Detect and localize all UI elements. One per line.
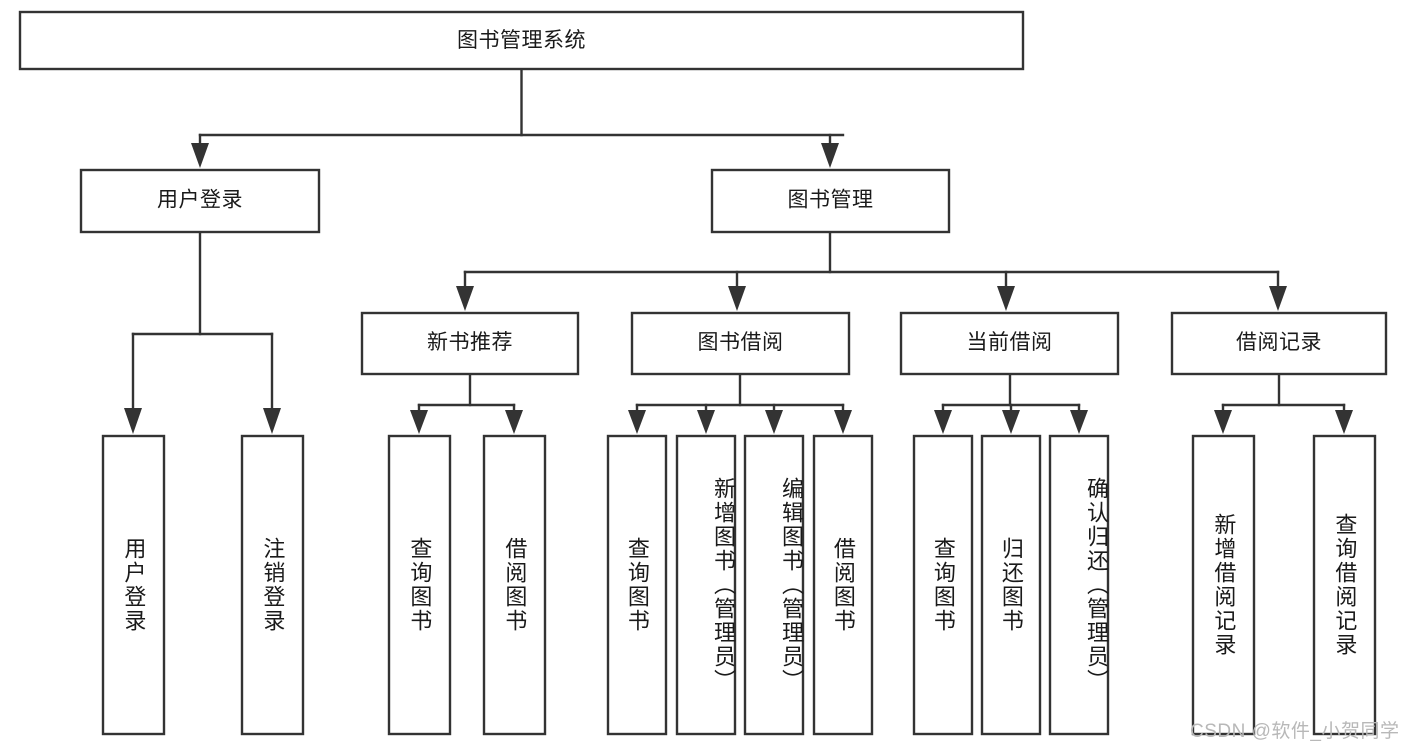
node-new-book-recommend-label: 新书推荐 [427,331,513,354]
node-leaf-add-record-box[interactable] [1191,434,1256,736]
node-root[interactable]: 图书管理系统 [18,10,1025,71]
node-borrow-record-label: 借阅记录 [1236,331,1322,354]
arrow-head-leaf-confirm-return [1070,410,1088,434]
csdn-watermark: CSDN @软件_小贺同学 [1190,721,1400,742]
node-leaf-user-login-box[interactable] [101,434,166,736]
arrow-head-leaf-return-book [1002,410,1020,434]
arrow-head-leaf-query-book-3 [934,410,952,434]
connector-group-root [191,67,845,168]
node-user-login[interactable]: 用户登录 [79,168,321,234]
arrow-head-book-manage [821,143,839,168]
arrow-head-leaf-borrow-book-1 [505,410,523,434]
arrow-head-borrow-record [1269,286,1287,311]
node-current-borrow[interactable]: 当前借阅 [899,311,1120,376]
node-book-manage-box[interactable] [710,168,951,234]
connector-group-current-borrow [934,372,1088,434]
node-leaf-add-book-box[interactable] [675,434,737,736]
node-new-book-recommend[interactable]: 新书推荐 [360,311,580,376]
node-borrow-record-box[interactable] [1170,311,1388,376]
connector-group-borrow-record [1214,372,1353,434]
node-user-login-box[interactable] [79,168,321,234]
arrow-head-leaf-query-book-2 [628,410,646,434]
node-book-borrow[interactable]: 图书借阅 [630,311,851,376]
connector-group-user-login [124,230,281,434]
arrow-head-leaf-add-book [697,410,715,434]
connector-group-book-manage [456,230,1287,311]
arrow-head-leaf-add-record [1214,410,1232,434]
arrow-head-leaf-edit-book [765,410,783,434]
arrow-head-leaf-borrow-book-2 [834,410,852,434]
node-leaf-borrow-book-1-box[interactable] [482,434,547,736]
leaf-boxes [101,434,1377,736]
node-new-book-recommend-box[interactable] [360,311,580,376]
node-leaf-query-book-2-box[interactable] [606,434,668,736]
node-user-login-label: 用户登录 [157,189,243,212]
node-leaf-logout-box[interactable] [240,434,305,736]
node-borrow-record[interactable]: 借阅记录 [1170,311,1388,376]
node-current-borrow-label: 当前借阅 [967,331,1053,354]
node-book-borrow-label: 图书借阅 [698,331,784,354]
arrow-head-user-login [191,143,209,168]
arrow-head-leaf-user-login [124,408,142,434]
node-leaf-confirm-return-box[interactable] [1048,434,1110,736]
node-leaf-return-book-box[interactable] [980,434,1042,736]
node-root-label: 图书管理系统 [457,29,586,52]
arrow-head-leaf-query-book-1 [410,410,428,434]
node-leaf-edit-book-box[interactable] [743,434,805,736]
node-leaf-query-book-1-box[interactable] [387,434,452,736]
arrow-head-book-borrow [728,286,746,311]
node-leaf-query-book-3-box[interactable] [912,434,974,736]
node-leaf-query-record-box[interactable] [1312,434,1377,736]
node-book-manage[interactable]: 图书管理 [710,168,951,234]
connector-group-new-book-recommend [410,372,523,434]
arrow-head-leaf-logout [263,408,281,434]
node-book-borrow-box[interactable] [630,311,851,376]
arrow-head-leaf-query-record [1335,410,1353,434]
arrow-head-new-book-recommend [456,286,474,311]
node-book-manage-label: 图书管理 [788,189,874,212]
node-current-borrow-box[interactable] [899,311,1120,376]
arrow-head-current-borrow [997,286,1015,311]
node-root-box[interactable] [18,10,1025,71]
node-leaf-borrow-book-2-box[interactable] [812,434,874,736]
connector-group-book-borrow [628,372,852,434]
